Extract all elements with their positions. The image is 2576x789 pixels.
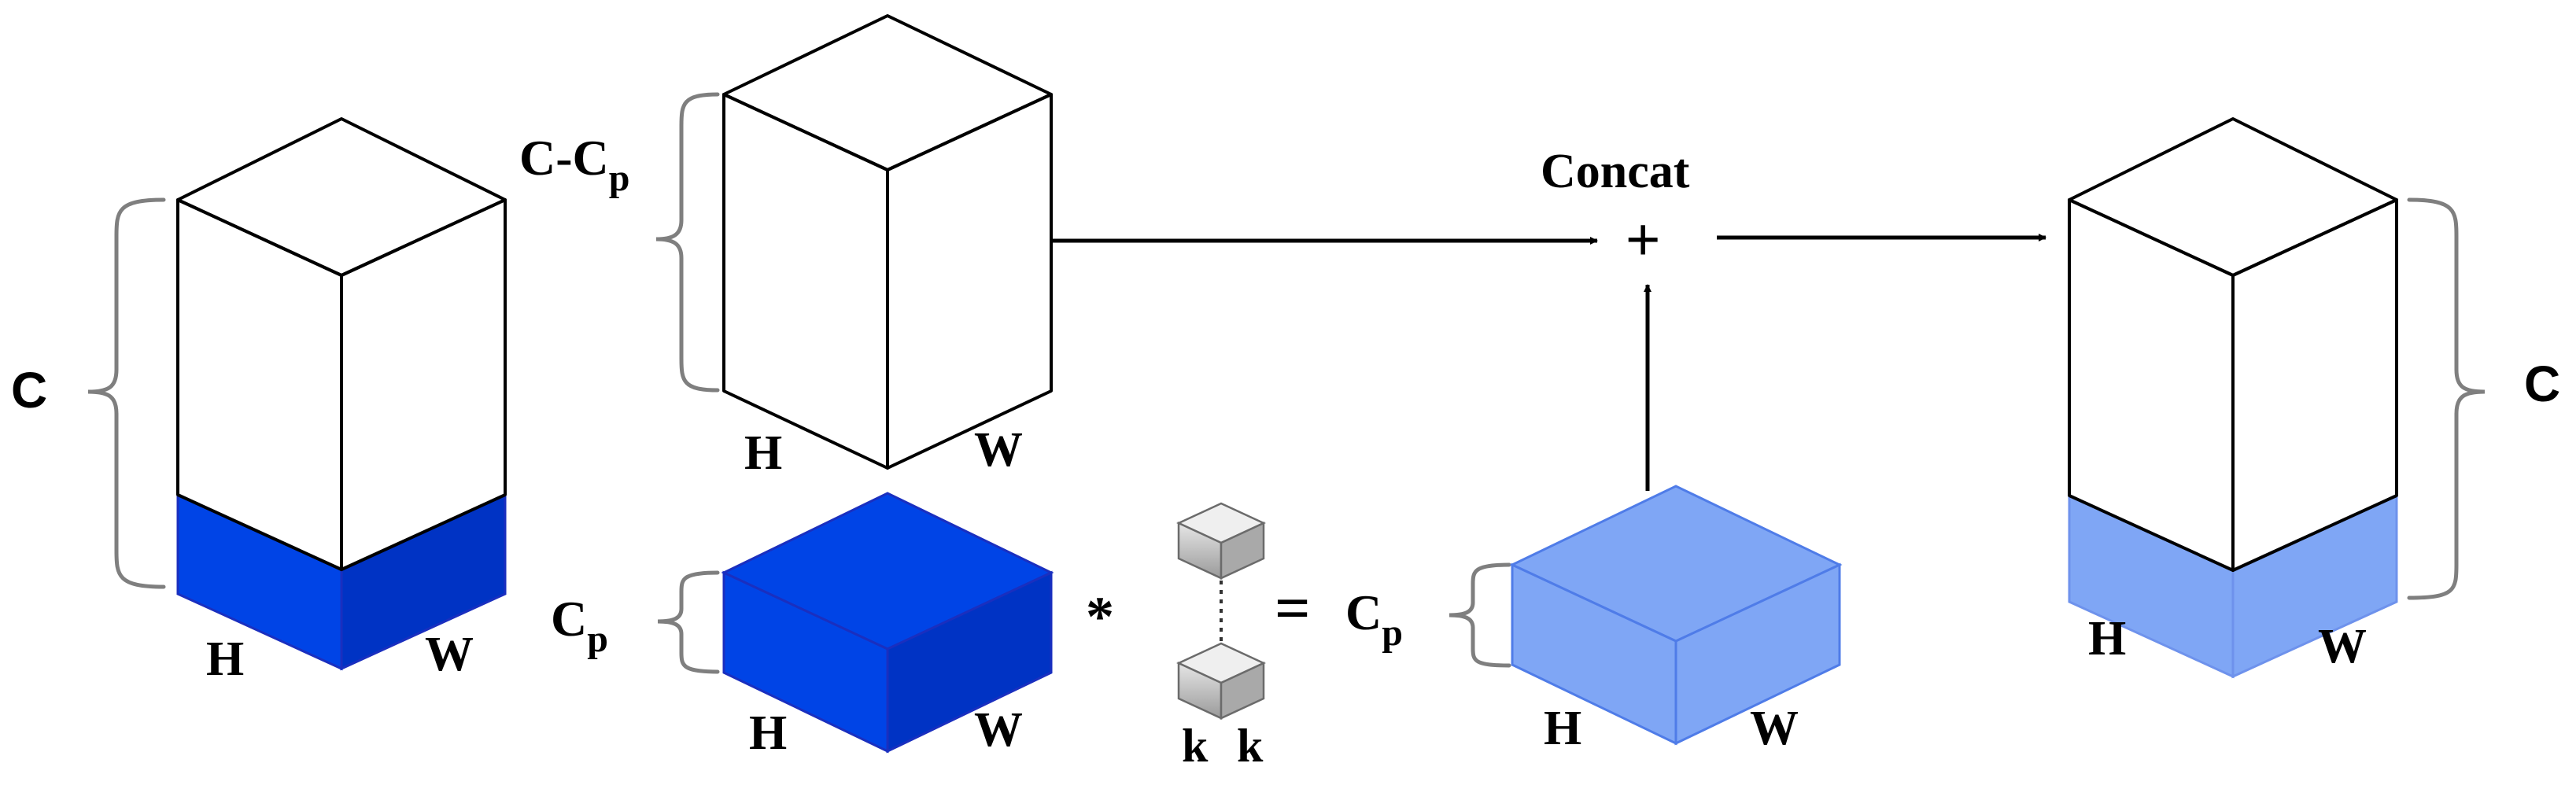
untouched-side-face <box>886 93 1053 470</box>
input-partial-side <box>340 492 507 671</box>
input-partial-front <box>176 492 343 671</box>
convolved-side-face <box>1674 562 1841 746</box>
output-c-brace <box>2407 197 2486 600</box>
input-feature-block <box>176 117 507 671</box>
result-brace <box>1449 562 1511 668</box>
partial-channel-label: Cp <box>551 591 608 660</box>
untouched-channel-label: C-Cp <box>519 130 629 199</box>
untouched-brace <box>655 92 720 393</box>
output-partial-side <box>2231 493 2398 679</box>
partial-side-face <box>886 570 1053 754</box>
partial-h-label: H <box>749 706 787 760</box>
concat-plus: + <box>1626 206 1660 273</box>
equals-sign: = <box>1275 574 1311 643</box>
output-feature-block <box>2068 117 2398 679</box>
kernel-k-label-2: k <box>1237 720 1264 772</box>
input-c-label: C <box>11 362 47 418</box>
partial-w-label: W <box>974 703 1023 757</box>
untouched-front-face <box>722 93 889 470</box>
convolved-w-label: W <box>1750 702 1799 755</box>
input-side-face <box>340 198 507 571</box>
concat-label: Concat <box>1541 145 1690 198</box>
untouched-channels-block <box>722 14 1053 470</box>
kernel-k-label-1: k <box>1182 720 1209 772</box>
output-w-label: W <box>2318 620 2367 673</box>
convolved-h-label: H <box>1544 702 1581 755</box>
input-h-label: H <box>206 632 244 686</box>
output-side-face <box>2231 198 2398 572</box>
output-h-label: H <box>2088 612 2126 665</box>
convolved-block <box>1509 485 1843 746</box>
partial-brace <box>657 570 720 674</box>
output-c-label: C <box>2524 356 2560 412</box>
result-channel-label: Cp <box>1345 584 1403 654</box>
partial-channels-block <box>721 492 1054 754</box>
kernel-cube-top <box>1176 502 1266 580</box>
untouched-top-face <box>722 14 1053 171</box>
convolution-operator: * <box>1086 585 1114 648</box>
untouched-w-label: W <box>974 423 1023 477</box>
kernel-cube-bottom <box>1176 642 1266 720</box>
input-top-face <box>176 117 507 277</box>
untouched-h-label: H <box>744 426 782 480</box>
input-c-brace <box>87 197 166 589</box>
output-top-face <box>2068 117 2398 277</box>
input-w-label: W <box>425 628 474 681</box>
